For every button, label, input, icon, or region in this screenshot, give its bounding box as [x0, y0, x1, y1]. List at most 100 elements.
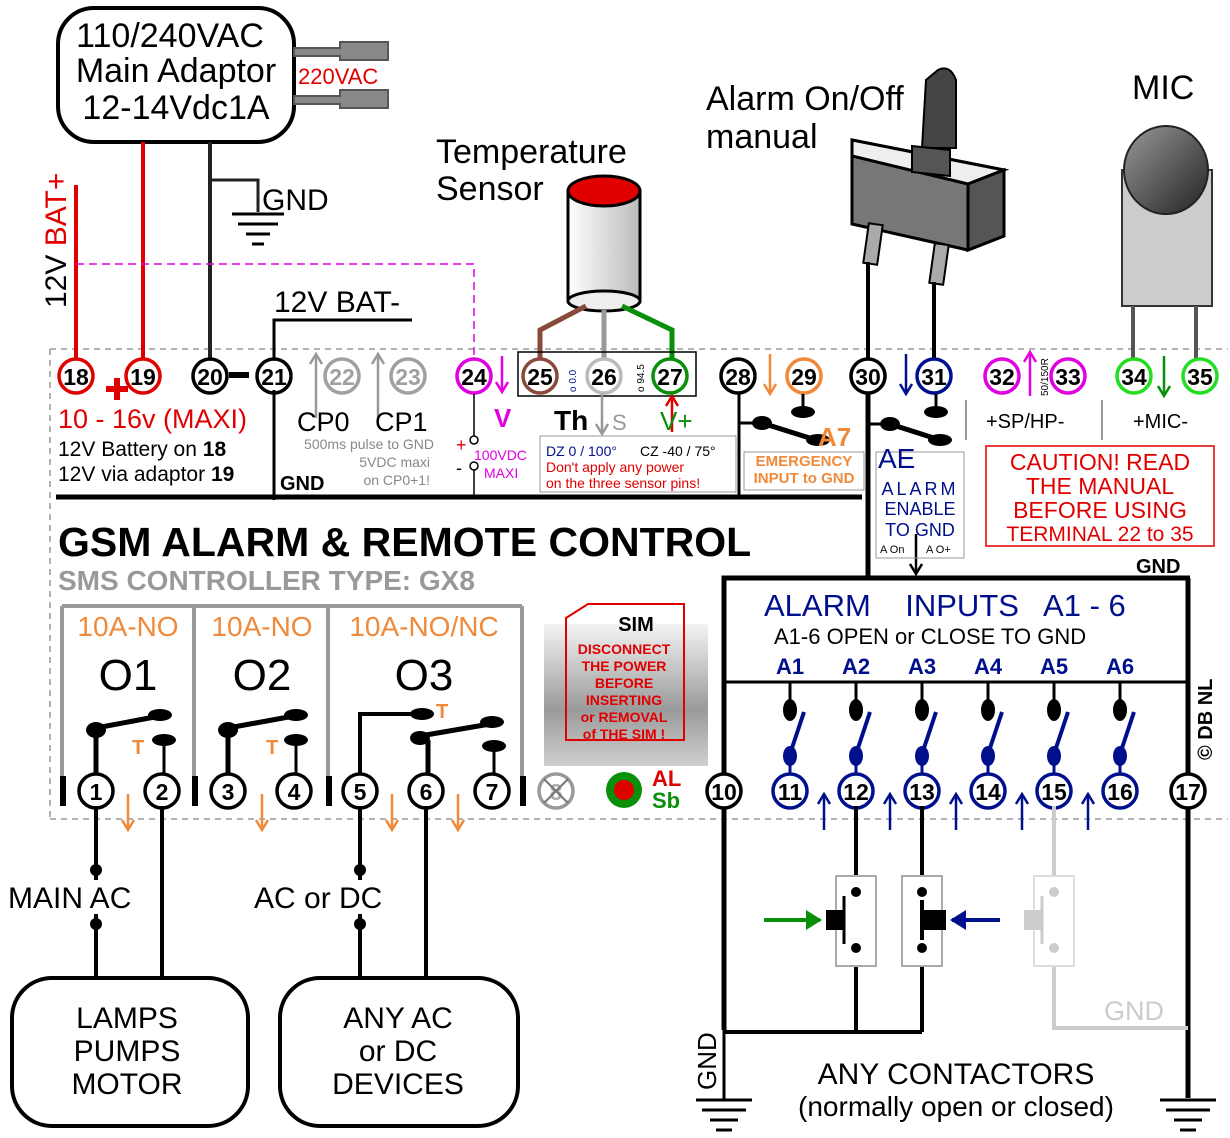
ac-dc-label: AC or DC: [254, 882, 382, 915]
cp-note3: on CP0+1!: [363, 472, 430, 488]
adaptor-line2: Main Adaptor: [76, 52, 276, 90]
led-al: AL: [652, 766, 681, 791]
v-label: V: [494, 403, 512, 433]
terminal-label-24: 24: [461, 364, 487, 390]
sensor-warn1: Don't apply any power: [546, 459, 684, 475]
load1-line2: PUMPS: [74, 1035, 181, 1068]
power-range: 10 - 16v (MAXI): [58, 404, 247, 434]
cp0-label: CP0: [297, 407, 350, 437]
relay2-name: O2: [233, 651, 292, 700]
led-sb: Sb: [652, 788, 680, 813]
relay3-rating: 10A-NO/NC: [349, 611, 498, 642]
terminal-label-3: 3: [222, 779, 235, 805]
bat-minus-label: 12V BAT-: [274, 286, 400, 319]
contactors-line1: ANY CONTACTORS: [818, 1058, 1095, 1091]
top-arrows: [308, 349, 1172, 577]
relay2-rating: 10A-NO: [211, 611, 312, 642]
terminal-label-25: 25: [527, 364, 553, 390]
toggle-switch: [850, 67, 1010, 286]
terminal-label-11: 11: [778, 779, 803, 805]
terminal-26: 26: [585, 357, 623, 395]
sim-line2: THE POWER: [582, 658, 667, 674]
terminal-4: 4: [275, 772, 313, 810]
terminal-label-22: 22: [329, 364, 355, 390]
terminal-23: 23: [389, 357, 427, 395]
terminal-label-17: 17: [1175, 779, 1201, 805]
terminal-27: 27: [651, 357, 689, 395]
terminal-label-26: 26: [591, 364, 617, 390]
adaptor-line3: 12-14Vdc1A: [82, 89, 269, 127]
mic-terminal-label: +MIC-: [1133, 411, 1188, 433]
terminal-label-4: 4: [288, 779, 301, 805]
temperature-sensor: [566, 174, 642, 313]
a7-label: A7: [818, 422, 851, 452]
a7-line2: INPUT to GND: [754, 470, 855, 487]
relay3-t: T: [436, 701, 448, 723]
cz-label: CZ -40 / 75°: [640, 443, 716, 459]
inputs-sub: A1-6 OPEN or CLOSE TO GND: [774, 624, 1086, 649]
terminal-label-31: 31: [921, 364, 947, 390]
ground-symbols-bottom: [696, 1030, 1216, 1132]
dz-label: DZ 0 / 100°: [546, 443, 617, 459]
gnd-label-top: GND: [262, 184, 329, 217]
input-a2: A2: [842, 654, 872, 774]
main-adaptor: 110/240VAC Main Adaptor 12-14Vdc1A: [56, 6, 296, 144]
terminal-24: 24: [455, 357, 493, 395]
terminal-35: 35: [1181, 357, 1219, 395]
gnd-label-bottom: GND: [692, 1032, 722, 1090]
sensor-scale1: o 94.5: [636, 364, 647, 392]
terminal-label-1: 1: [90, 779, 103, 805]
terminal-label-14: 14: [975, 779, 1001, 805]
sim-line1: DISCONNECT: [578, 641, 671, 657]
input-label-a5: A5: [1040, 654, 1068, 679]
terminal-21: 21: [255, 357, 293, 395]
load1-box: [10, 976, 250, 1128]
terminal-29: 29: [785, 357, 823, 395]
terminal-label-5: 5: [354, 779, 367, 805]
relay2-t: T: [266, 737, 278, 759]
input-a3: A3: [908, 654, 938, 774]
cp1-label: CP1: [375, 407, 428, 437]
terminal-label-33: 33: [1055, 364, 1081, 390]
sensor-scale0: o 0.0: [568, 369, 579, 392]
terminal-19: 19: [124, 357, 162, 395]
speaker-label: +SP/HP-: [986, 411, 1064, 433]
terminal-30: 30: [849, 357, 887, 395]
sim-title: SIM: [618, 614, 654, 636]
terminal-label-18: 18: [63, 364, 89, 390]
terminal-2: 2: [143, 772, 181, 810]
terminal-31: 31: [915, 357, 953, 395]
bottom-terminal-strip: 123456781011121314151617: [77, 772, 1207, 810]
microphone: [1121, 125, 1213, 362]
terminal-18: 18: [57, 357, 95, 395]
relay-arrows: [120, 794, 466, 833]
gnd-label-board: GND: [280, 473, 324, 495]
main-title: GSM ALARM & REMOTE CONTROL: [58, 519, 751, 565]
terminal-12: 12: [837, 772, 875, 810]
temp-sensor-line2: Sensor: [436, 170, 544, 208]
load1-line3: MOTOR: [71, 1068, 182, 1101]
terminal-label-34: 34: [1121, 364, 1147, 390]
sim-line4: INSERTING: [586, 692, 662, 708]
input-label-a6: A6: [1106, 654, 1134, 679]
caution-line4: TERMINAL 22 to 35: [1006, 523, 1193, 546]
battery-note: 12V Battery on 18: [58, 438, 226, 461]
relay1-t: T: [132, 737, 144, 759]
ae-aon: A On: [880, 544, 904, 556]
terminal-label-20: 20: [197, 364, 223, 390]
a7-line1: EMERGENCY: [756, 453, 853, 470]
terminal-label-10: 10: [711, 779, 737, 805]
ground-symbol-top: [232, 212, 284, 246]
alarm-switch-line1: Alarm On/Off: [706, 80, 904, 118]
sim-line6: of THE SIM !: [583, 726, 665, 742]
terminal-11: 11: [771, 772, 809, 810]
v-note1: 100VDC: [474, 447, 527, 463]
terminal-label-32: 32: [989, 364, 1015, 390]
terminal-label-12: 12: [843, 779, 869, 805]
terminal-1: 1: [77, 772, 115, 810]
terminal-3: 3: [209, 772, 247, 810]
contactors: GND: [724, 806, 1188, 1034]
gnd-label-gray: GND: [1104, 996, 1164, 1026]
